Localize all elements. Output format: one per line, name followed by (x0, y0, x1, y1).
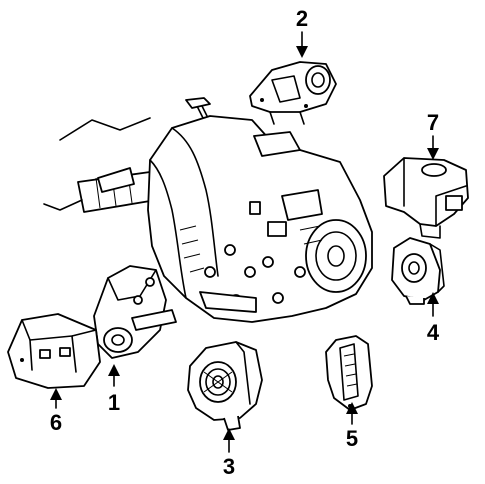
mount-bracket-lower-right (325, 335, 373, 411)
callout-3-label: 3 (223, 454, 235, 479)
mount-bracket-top (249, 61, 337, 125)
callout-4-label: 4 (427, 320, 440, 345)
callout-7: 7 (427, 110, 439, 160)
callout-7-label: 7 (427, 110, 439, 135)
callout-5-label: 5 (346, 426, 358, 451)
callout-2: 2 (296, 6, 308, 58)
callout-5: 5 (346, 402, 358, 451)
callout-4: 4 (427, 292, 440, 345)
callout-6: 6 (50, 388, 62, 435)
callout-6-label: 6 (50, 410, 62, 435)
callout-1: 1 (108, 364, 120, 415)
callout-3: 3 (223, 428, 235, 479)
mount-insulator-right (391, 237, 445, 305)
mount-bracket-right-upper (383, 157, 469, 239)
callout-1-label: 1 (108, 390, 120, 415)
mount-bracket-left (93, 265, 177, 359)
transaxle-assembly (43, 97, 373, 323)
callout-2-label: 2 (296, 6, 308, 31)
mount-bracket-left-outer (7, 313, 101, 389)
mount-insulator-front (187, 341, 263, 431)
